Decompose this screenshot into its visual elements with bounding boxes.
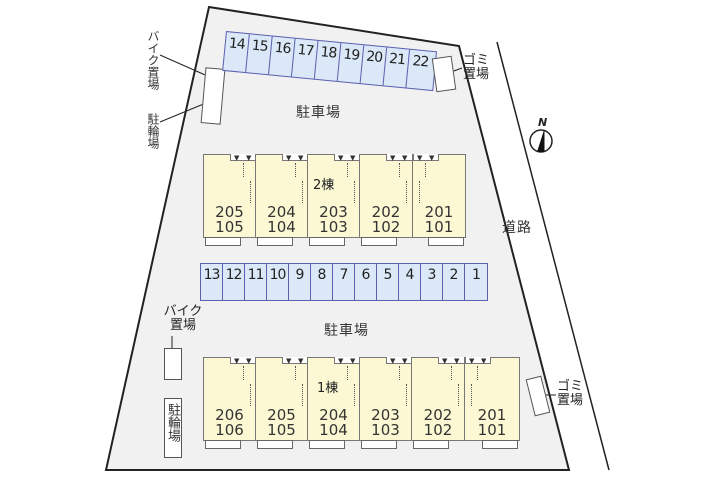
parking-space: 10 xyxy=(267,264,289,300)
north-label: N xyxy=(538,116,548,129)
parking-row-middle: 13 12 11 10 9 8 7 6 5 4 3 2 1 xyxy=(200,263,488,301)
unit-number-lower: 101 xyxy=(477,421,507,439)
unit-number-lower: 106 xyxy=(215,421,244,439)
parking-space: 11 xyxy=(245,264,267,300)
parking-space: 7 xyxy=(333,264,355,300)
unit-number-upper: 202 xyxy=(371,203,401,221)
unit-number-lower: 105 xyxy=(215,218,244,236)
garbage-label-top-text: ゴミ置場 xyxy=(463,53,490,82)
unit-number-upper: 204 xyxy=(319,406,348,424)
parking-label-bottom: 駐車場 xyxy=(324,323,369,339)
building-1-label: 1棟 xyxy=(317,381,339,396)
parking-space: 6 xyxy=(355,264,377,300)
parking-space: 13 xyxy=(201,264,223,300)
unit-number-upper: 206 xyxy=(215,406,244,424)
unit-number-lower: 105 xyxy=(267,421,296,439)
unit-number-lower: 103 xyxy=(371,421,400,439)
parking-space: 12 xyxy=(223,264,245,300)
bike-parking-label-bottom: バイク置場 xyxy=(158,305,208,333)
unit-number-lower: 101 xyxy=(424,218,454,236)
garbage-label-bottom-text: ゴミ置場 xyxy=(557,379,584,408)
unit-number-upper: 203 xyxy=(371,406,400,424)
building-2: ▼▼ 205 105 ▼▼ 204 104 ▼▼ 203 103 ▼▼ 202 … xyxy=(203,153,466,246)
unit-202-102: ▼▼ 202 102 xyxy=(411,356,466,449)
bicycle-parking-label-top: 駐輪場 xyxy=(146,113,160,149)
garbage-label-bottom: ゴミ置場 xyxy=(557,380,587,408)
bicycle-parking-area-bottom: 駐輪場 xyxy=(164,398,182,458)
building-2-label: 2棟 xyxy=(313,178,335,193)
unit-201-101: ▼▼ 201 101 xyxy=(412,153,466,246)
unit-number-upper: 201 xyxy=(477,406,507,424)
north-compass-icon xyxy=(529,129,553,153)
unit-number-upper: 204 xyxy=(267,203,296,221)
parking-label-top: 駐車場 xyxy=(296,105,341,121)
bike-parking-area-bottom xyxy=(164,348,182,380)
unit-206-106: ▼▼ 206 106 xyxy=(203,356,257,449)
unit-205-105: ▼▼ 205 105 xyxy=(255,356,309,449)
parking-space: 4 xyxy=(399,264,421,300)
unit-203-103: ▼▼ 203 103 xyxy=(359,356,413,449)
unit-number-upper: 201 xyxy=(424,203,454,221)
road-label: 道路 xyxy=(502,220,532,236)
unit-number-upper: 205 xyxy=(215,203,244,221)
unit-204-104: ▼▼ 204 104 xyxy=(307,356,361,449)
building-1: ▼▼ 206 106 ▼▼ 205 105 ▼▼ 204 104 ▼▼ 203 … xyxy=(203,356,520,449)
parking-space: 3 xyxy=(421,264,443,300)
unit-203-103: ▼▼ 203 103 xyxy=(307,153,361,246)
unit-204-104: ▼▼ 204 104 xyxy=(255,153,309,246)
parking-space: 8 xyxy=(311,264,333,300)
unit-202-102: ▼▼ 202 102 xyxy=(359,153,414,246)
unit-201-101: ▼▼ 201 101 xyxy=(464,356,520,449)
bike-parking-label-top: バイク置場 xyxy=(146,30,160,90)
unit-number-upper: 202 xyxy=(423,406,453,424)
unit-number-lower: 102 xyxy=(423,421,453,439)
parking-space: 2 xyxy=(443,264,465,300)
unit-205-105: ▼▼ 205 105 xyxy=(203,153,257,246)
parking-space: 22 xyxy=(411,53,430,71)
parking-space: 9 xyxy=(289,264,311,300)
unit-number-lower: 103 xyxy=(319,218,348,236)
unit-number-lower: 104 xyxy=(267,218,296,236)
unit-number-upper: 205 xyxy=(267,406,296,424)
unit-number-lower: 102 xyxy=(371,218,401,236)
unit-number-upper: 203 xyxy=(319,203,348,221)
bike-parking-label-bottom-text: バイク置場 xyxy=(163,304,203,333)
garbage-label-top: ゴミ置場 xyxy=(463,54,493,82)
parking-space: 1 xyxy=(472,267,481,283)
unit-number-lower: 104 xyxy=(319,421,348,439)
parking-space: 5 xyxy=(377,264,399,300)
road-edge-line xyxy=(496,41,610,471)
